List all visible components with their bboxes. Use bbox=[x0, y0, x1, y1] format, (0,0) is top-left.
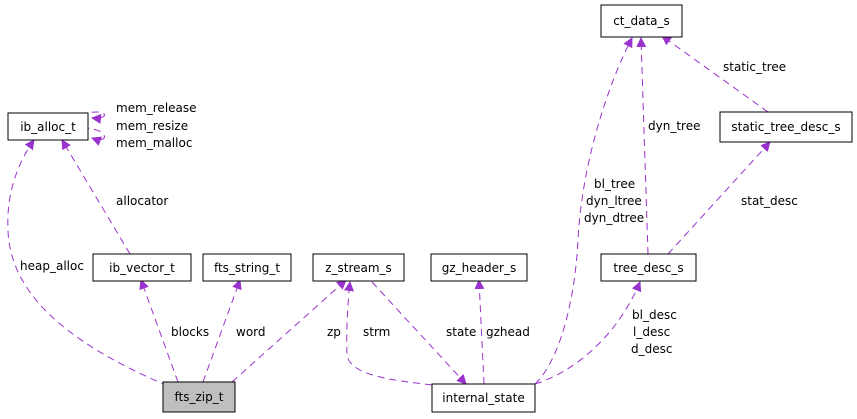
edge-static-tree bbox=[661, 35, 769, 113]
edge-label-mem-release: mem_release bbox=[116, 101, 197, 115]
node-fts-zip-t[interactable]: fts_zip_t bbox=[162, 381, 236, 413]
edge-label-dyn-tree: dyn_tree bbox=[648, 119, 700, 133]
edge-label-static-tree: static_tree bbox=[723, 60, 786, 74]
edge-label-dyn-dtree: dyn_dtree bbox=[584, 211, 644, 225]
node-label: ib_alloc_t bbox=[20, 120, 76, 134]
node-gz-header-s[interactable]: gz_header_s bbox=[430, 253, 528, 282]
node-z-stream-s[interactable]: z_stream_s bbox=[312, 253, 405, 282]
edge-label-bl-tree: bl_tree bbox=[594, 177, 635, 191]
edge-label-mem-malloc: mem_malloc bbox=[116, 136, 192, 150]
node-label: tree_desc_s bbox=[613, 261, 683, 275]
node-tree-desc-s[interactable]: tree_desc_s bbox=[600, 253, 697, 282]
edge-zp bbox=[231, 279, 347, 383]
node-fts-string-t[interactable]: fts_string_t bbox=[202, 253, 292, 282]
edge-allocator bbox=[61, 139, 131, 255]
edge-label-allocator: allocator bbox=[116, 194, 168, 208]
edge-mem-self-loop-top bbox=[79, 111, 105, 124]
node-label: static_tree_desc_s bbox=[731, 120, 840, 134]
edge-word bbox=[202, 279, 242, 383]
edge-label-state: state bbox=[446, 325, 476, 339]
edge-dyn-tree bbox=[636, 37, 649, 255]
edge-label-word: word bbox=[236, 325, 266, 339]
node-label: z_stream_s bbox=[325, 261, 392, 275]
node-ct-data-s[interactable]: ct_data_s bbox=[600, 4, 683, 38]
edge-label-bl-desc: bl_desc bbox=[632, 308, 677, 322]
node-internal-state[interactable]: internal_state bbox=[431, 383, 536, 413]
edge-label-strm: strm bbox=[363, 325, 390, 339]
node-ib-vector-t[interactable]: ib_vector_t bbox=[92, 253, 192, 282]
node-label: gz_header_s bbox=[442, 261, 516, 275]
node-label: internal_state bbox=[442, 391, 524, 405]
edge-strm bbox=[344, 281, 433, 386]
nodes: ct_data_s ib_alloc_t static_tree_desc_s … bbox=[7, 4, 853, 413]
edge-gzhead bbox=[474, 279, 485, 385]
edge-label-mem-resize: mem_resize bbox=[116, 119, 188, 133]
node-static-tree-desc-s[interactable]: static_tree_desc_s bbox=[719, 111, 853, 143]
edge-label-l-desc: l_desc bbox=[633, 325, 670, 339]
edge-mem-self-loop bbox=[81, 127, 105, 146]
edge-labels: mem_release mem_resize mem_malloc alloca… bbox=[20, 60, 798, 356]
edge-blocks bbox=[139, 279, 179, 383]
edge-label-blocks: blocks bbox=[171, 325, 209, 339]
edge-label-heap-alloc: heap_alloc bbox=[20, 259, 84, 273]
edge-label-dyn-ltree: dyn_ltree bbox=[586, 194, 642, 208]
edge-label-d-desc: d_desc bbox=[631, 342, 672, 356]
edge-label-zp: zp bbox=[327, 325, 341, 339]
edge-stat-desc bbox=[667, 141, 771, 255]
edge-label-stat-desc: stat_desc bbox=[741, 194, 798, 208]
edge-heap-alloc bbox=[7, 139, 169, 387]
edge-bl-tree bbox=[534, 37, 633, 385]
edges bbox=[7, 35, 771, 387]
edge-label-gzhead: gzhead bbox=[486, 325, 530, 339]
node-label: ib_vector_t bbox=[109, 261, 175, 275]
node-ib-alloc-t[interactable]: ib_alloc_t bbox=[7, 112, 89, 141]
node-label: fts_zip_t bbox=[175, 390, 224, 404]
node-label: ct_data_s bbox=[613, 14, 670, 28]
edge-desc bbox=[534, 281, 642, 385]
node-label: fts_string_t bbox=[214, 261, 280, 275]
